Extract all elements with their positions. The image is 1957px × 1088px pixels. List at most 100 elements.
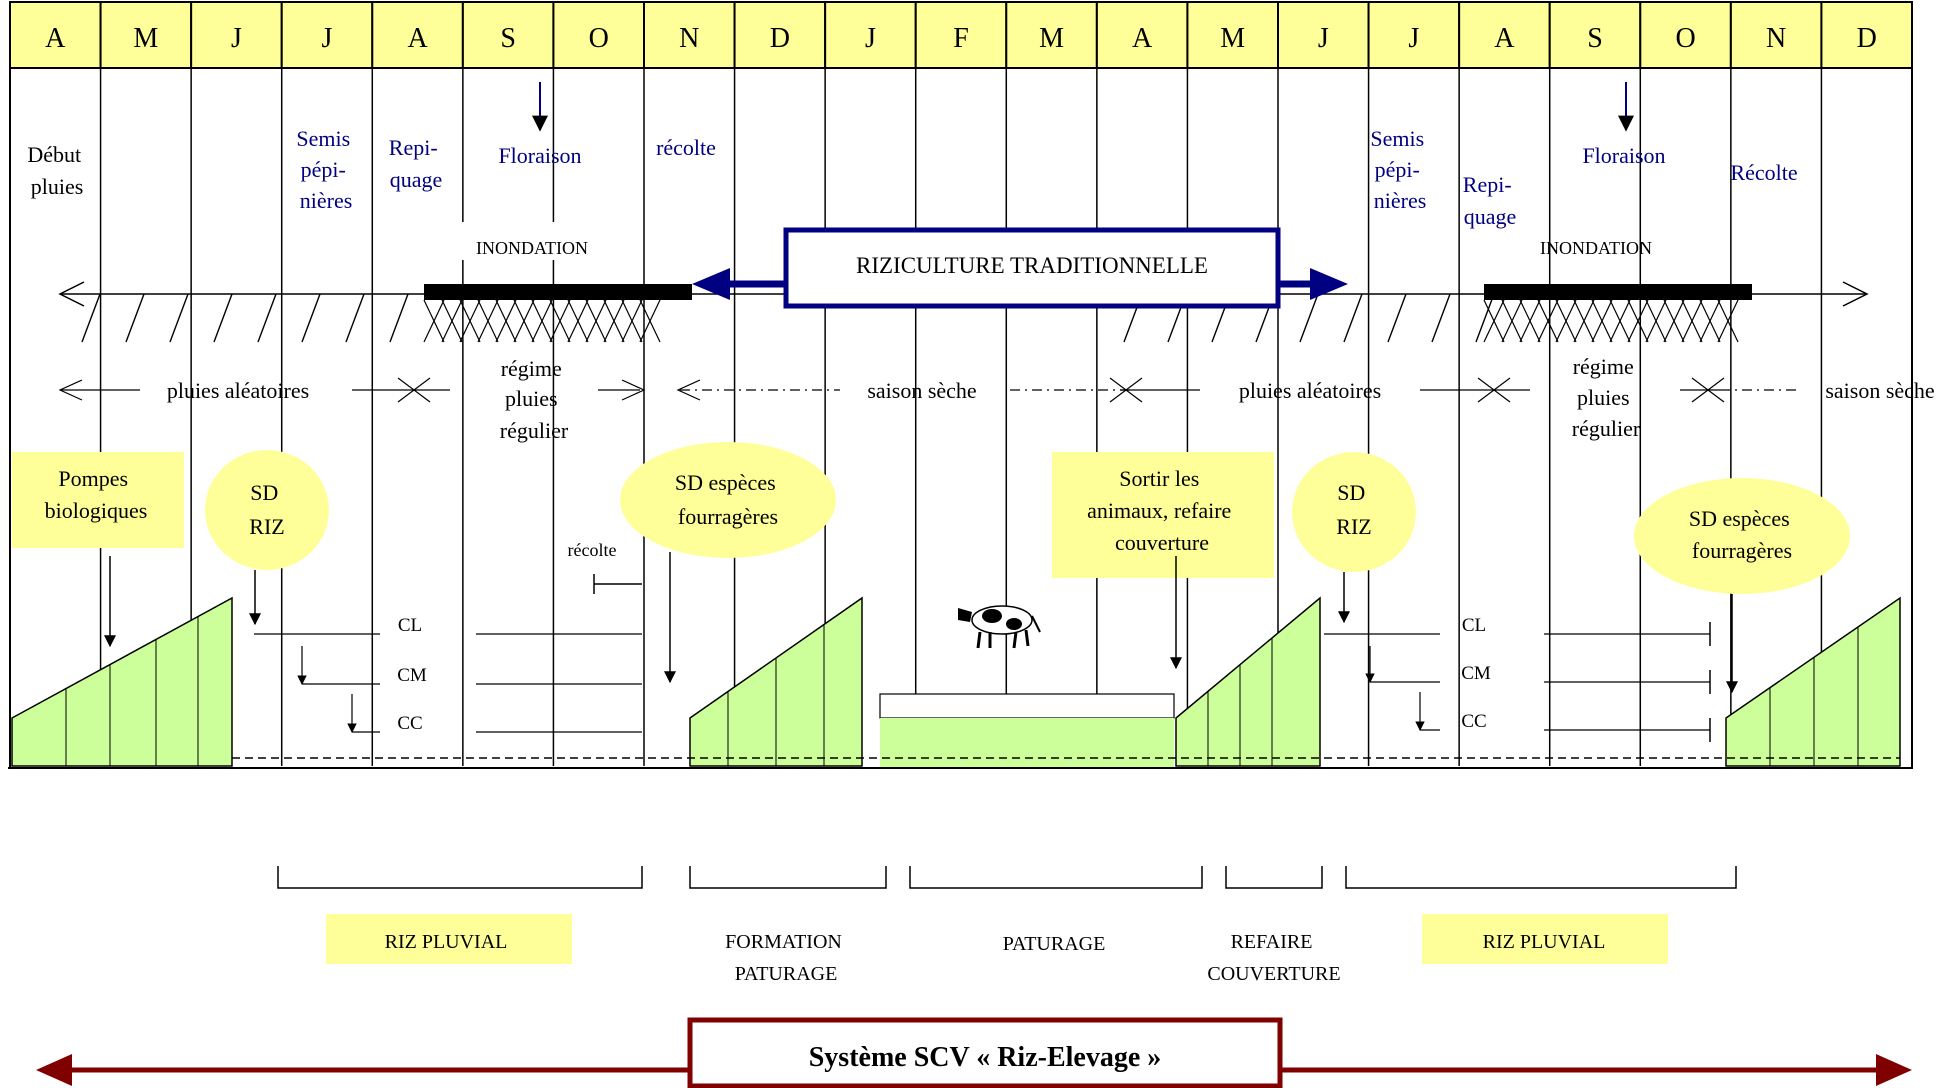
timeline-axis [58, 281, 1869, 343]
recolte-label-2: Récolte [1730, 160, 1797, 185]
refaire-couverture-label: REFAIRE COUVERTURE [1207, 931, 1340, 985]
month-label: F [953, 23, 969, 54]
cycle-label-cm-1: CM [397, 665, 427, 686]
floraison-label-2: Floraison [1582, 143, 1665, 168]
repiquage-label-1: Repi- quage [389, 135, 443, 192]
paturage-field [879, 693, 1175, 719]
month-label: A [45, 23, 66, 54]
month-label: J [231, 23, 242, 54]
inondation-label-2: INONDATION [1540, 238, 1652, 258]
inondation-bar-2 [1484, 284, 1752, 300]
semis-pepinieres-label-1: Semis pépi- nières [296, 126, 355, 213]
riziculture-traditionnelle: RIZICULTURE TRADITIONNELLE [692, 227, 1348, 309]
phase-brackets [277, 866, 1737, 889]
month-cell: M [1186, 1, 1280, 69]
debut-pluies-label: Début pluies [27, 142, 86, 199]
month-label: J [322, 23, 333, 54]
bracket-paturage [909, 866, 1203, 889]
seasons-row: pluies aléatoires régime pluies régulier… [58, 354, 1935, 443]
recolte-small-marker: récolte [558, 530, 642, 594]
month-label: N [1766, 23, 1786, 54]
bracket-riz-pluvial-1 [277, 866, 643, 889]
cycle-label-cc-2: CC [1461, 711, 1486, 732]
recolte-small-label: récolte [568, 540, 617, 560]
sortir-label: Sortir les animaux, refaire couverture [1087, 466, 1237, 555]
month-cell: J [1277, 1, 1370, 69]
saison-seche-label-1: saison sèche [867, 378, 976, 403]
bracket-formation-paturage [689, 866, 887, 889]
repiquage-label-2: Repi- quage [1463, 172, 1517, 229]
month-label: M [1039, 23, 1064, 54]
bracket-riz-pluvial-2 [1345, 866, 1737, 889]
month-label: J [1318, 23, 1329, 54]
month-cell: F [914, 1, 1008, 69]
month-cell: A [1095, 1, 1189, 69]
month-label: O [589, 23, 609, 54]
biomass-wedge-4 [1725, 596, 1901, 767]
regime-pluies-label-1: régime pluies régulier [500, 356, 569, 443]
month-cell: A [1458, 1, 1551, 69]
semis-pepinieres-label-2: Semis pépi- nières [1370, 126, 1429, 213]
bracket-refaire-couverture [1225, 866, 1323, 889]
sd-riz-label-1: SD RIZ [249, 480, 284, 539]
sd-riz-ellipse-2 [1292, 452, 1416, 572]
floraison-label-1: Floraison [498, 143, 581, 168]
riz-pluvial-label-2: RIZ PLUVIAL [1483, 931, 1606, 953]
systeme-scv: Système SCV « Riz-Elevage » [36, 1017, 1912, 1088]
sd-riz-ellipse-1 [205, 450, 329, 570]
pompes-label: Pompes biologiques [45, 466, 148, 523]
scv-left-arrowhead [36, 1054, 72, 1086]
month-cell: J [1367, 1, 1461, 69]
month-cell: J [280, 1, 374, 69]
month-label: D [770, 23, 790, 54]
callouts: Pompes biologiques SD RIZ SD espèces fou… [12, 442, 1850, 694]
month-cell: J [190, 1, 283, 69]
regime-pluies-label-2: régime pluies régulier [1572, 354, 1641, 441]
month-label: M [133, 23, 158, 54]
month-label: O [1675, 23, 1695, 54]
month-cell: N [643, 1, 736, 69]
pluies-aleatoires-label-1: pluies aléatoires [167, 378, 309, 403]
cow-icon [958, 605, 1041, 649]
scv-right-arrowhead [1876, 1054, 1912, 1086]
cycle-label-cl-2: CL [1462, 615, 1486, 636]
cycle-label-cc-1: CC [397, 713, 422, 734]
riz-pluvial-label-1: RIZ PLUVIAL [385, 931, 508, 953]
sd-especes-ellipse-1 [620, 442, 836, 558]
riziculture-right-arrowhead [1310, 268, 1348, 300]
rice-cycles: CL CM CC CL CM CC [254, 615, 1711, 742]
month-label: S [500, 23, 516, 54]
month-cell: J [824, 1, 917, 69]
formation-paturage-label: FORMATION PATURAGE [725, 931, 847, 985]
month-cell: A [371, 1, 464, 69]
month-cell: M [99, 1, 193, 69]
sd-especes-ellipse-2 [1634, 478, 1850, 594]
cycle-label-cm-2: CM [1461, 663, 1491, 684]
saison-seche-label-2: saison sèche [1825, 378, 1934, 403]
biomass-wedge-3 [1175, 596, 1321, 767]
riziculture-left-arrowhead [692, 268, 730, 300]
month-cell: S [461, 1, 555, 69]
inondation-bar-1 [424, 284, 692, 300]
month-label: S [1587, 23, 1603, 54]
month-label: J [1408, 23, 1419, 54]
timeline-right-arrowhead [1842, 281, 1869, 307]
month-cell: O [552, 1, 646, 69]
month-cell: O [1639, 1, 1732, 69]
riziculture-label: RIZICULTURE TRADITIONNELLE [856, 253, 1208, 278]
biomass-wedge-1 [11, 596, 233, 767]
month-cell: D [733, 1, 827, 69]
month-cell: N [1729, 1, 1823, 69]
month-label: A [407, 23, 428, 54]
month-label: M [1220, 23, 1245, 54]
sortir-box [1052, 452, 1274, 578]
sd-riz-label-2: SD RIZ [1336, 480, 1371, 539]
sd-especes-label-2: SD espèces fourragères [1689, 506, 1795, 563]
scv-label: Système SCV « Riz-Elevage » [809, 1042, 1162, 1073]
phase-labels: RIZ PLUVIAL FORMATION PATURAGE PATURAGE … [326, 914, 1668, 985]
timeline-hatching [81, 293, 1739, 343]
month-cell: D [1820, 1, 1914, 69]
pluies-aleatoires-label-2: pluies aléatoires [1239, 378, 1381, 403]
